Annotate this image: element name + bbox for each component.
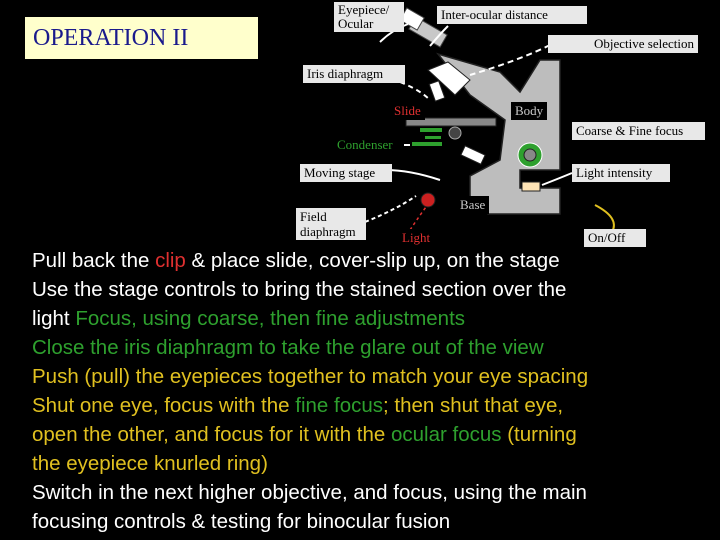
instruction-text: Pull back the clip & place slide, cover-… [32,246,712,536]
instruction-line: Pull back the clip & place slide, cover-… [32,246,712,275]
instruction-run: fine focus [295,394,383,417]
moving-stage-label: Moving stage [300,164,392,182]
eyepiece-drawing [399,7,448,48]
instruction-run: clip [155,249,186,272]
instruction-run: Switch in the next higher objective, and… [32,481,587,504]
condenser-label: Condenser [333,136,397,154]
interocular-label: Inter-ocular distance [437,6,587,24]
instruction-run: & place slide, cover-slip up, on the sta… [185,249,560,272]
iris-label: Iris diaphragm [303,65,405,83]
instruction-run: Close the iris diaphragm to take the gla… [32,336,544,359]
instruction-run: Use the stage controls to bring the stai… [32,278,567,301]
light-intensity-label: Light intensity [572,164,670,182]
instruction-run: ; then shut that eye, [383,394,564,417]
instruction-run: light [32,307,76,330]
instruction-run: open the other, and focus for it with th… [32,423,391,446]
stage-drawing [405,117,497,127]
instruction-run: Pull back the [32,249,156,272]
instruction-run: (turning [501,423,577,446]
objective-label: Objective selection [548,35,698,53]
instruction-line: Use the stage controls to bring the stai… [32,275,712,304]
slide-label: Slide [390,102,425,120]
instruction-run: Focus, using coarse, then fine adjustmen… [75,307,466,330]
instruction-run: Shut one eye, focus with the [32,394,296,417]
instruction-run: the eyepiece knurled ring) [32,452,268,475]
objective-drawing [427,61,471,102]
stage-knob-drawing [448,126,462,140]
slide-drawing [420,128,442,132]
instruction-line: light Focus, using coarse, then fine adj… [32,304,712,333]
instruction-run: ocular focus [390,423,502,446]
instruction-run: focusing controls & testing for binocula… [32,510,451,533]
on-off-label: On/Off [584,229,646,247]
page-title: OPERATION II [25,17,258,59]
instruction-line: Close the iris diaphragm to take the gla… [32,333,712,362]
light-label: Light [398,229,435,247]
light-source-drawing [420,192,436,208]
instruction-line: open the other, and focus for it with th… [32,420,712,449]
focus-knob-drawing [517,142,543,168]
instruction-line: Push (pull) the eyepieces together to ma… [32,362,712,391]
microscope-diagram [364,7,615,233]
instruction-line: focusing controls & testing for binocula… [32,507,712,536]
body-label: Body [511,102,548,120]
light-switch-drawing [521,181,541,192]
microscope-body-outline [435,52,561,215]
instruction-line: Shut one eye, focus with the fine focus;… [32,391,712,420]
coarse-fine-label: Coarse & Fine focus [572,122,705,140]
eyepiece-label: Eyepiece/ Ocular [334,2,404,32]
base-label: Base [456,196,490,214]
field-diaphragm-label: Field diaphragm [296,208,366,240]
instruction-run: Push (pull) the eyepieces together to ma… [32,365,589,388]
instruction-line: the eyepiece knurled ring) [32,449,712,478]
instruction-line: Switch in the next higher objective, and… [32,478,712,507]
